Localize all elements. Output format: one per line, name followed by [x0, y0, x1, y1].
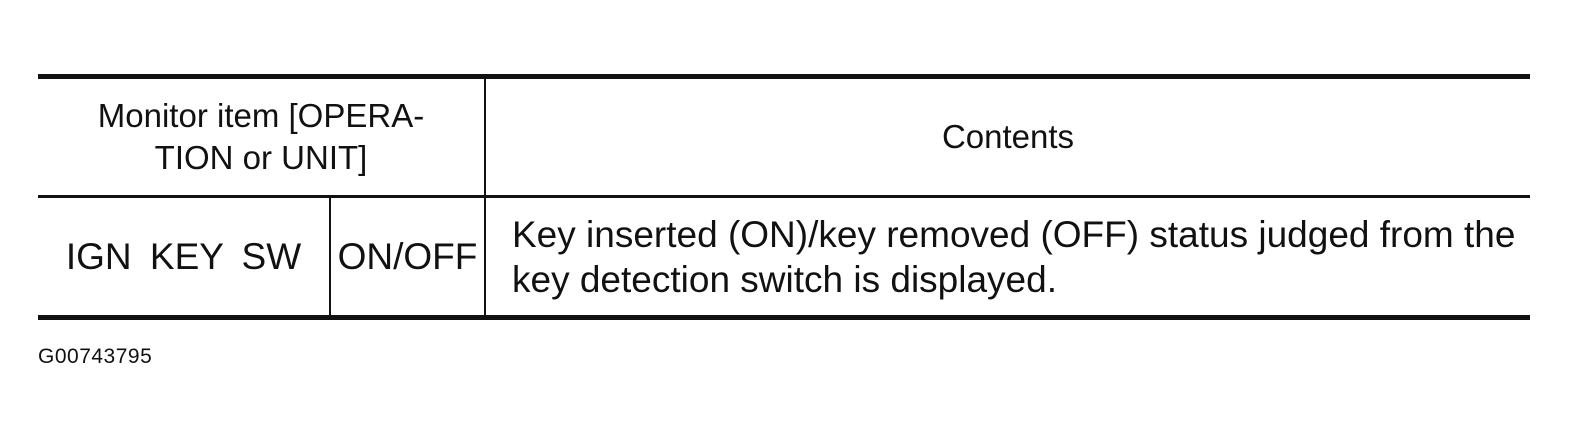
cell-unit: ON/OFF — [330, 196, 486, 318]
cell-monitor-item: IGN KEY SW — [38, 196, 331, 318]
header-monitor-item: Monitor item [OPERA-TION or UNIT] — [38, 76, 486, 198]
table-row: IGN KEY SW ON/OFF Key inserted (ON)/key … — [38, 196, 1530, 318]
table-header-row: Monitor item [OPERA-TION or UNIT] Conten… — [38, 76, 1530, 198]
header-contents: Contents — [485, 76, 1530, 198]
header-monitor-item-label: Monitor item [OPERA-TION or UNIT] — [97, 97, 425, 176]
cell-contents: Key inserted (ON)/key removed (OFF) stat… — [512, 213, 1516, 300]
monitor-item-table: Monitor item [OPERA-TION or UNIT] Conten… — [38, 74, 1530, 320]
figure-id: G00743795 — [38, 345, 153, 368]
